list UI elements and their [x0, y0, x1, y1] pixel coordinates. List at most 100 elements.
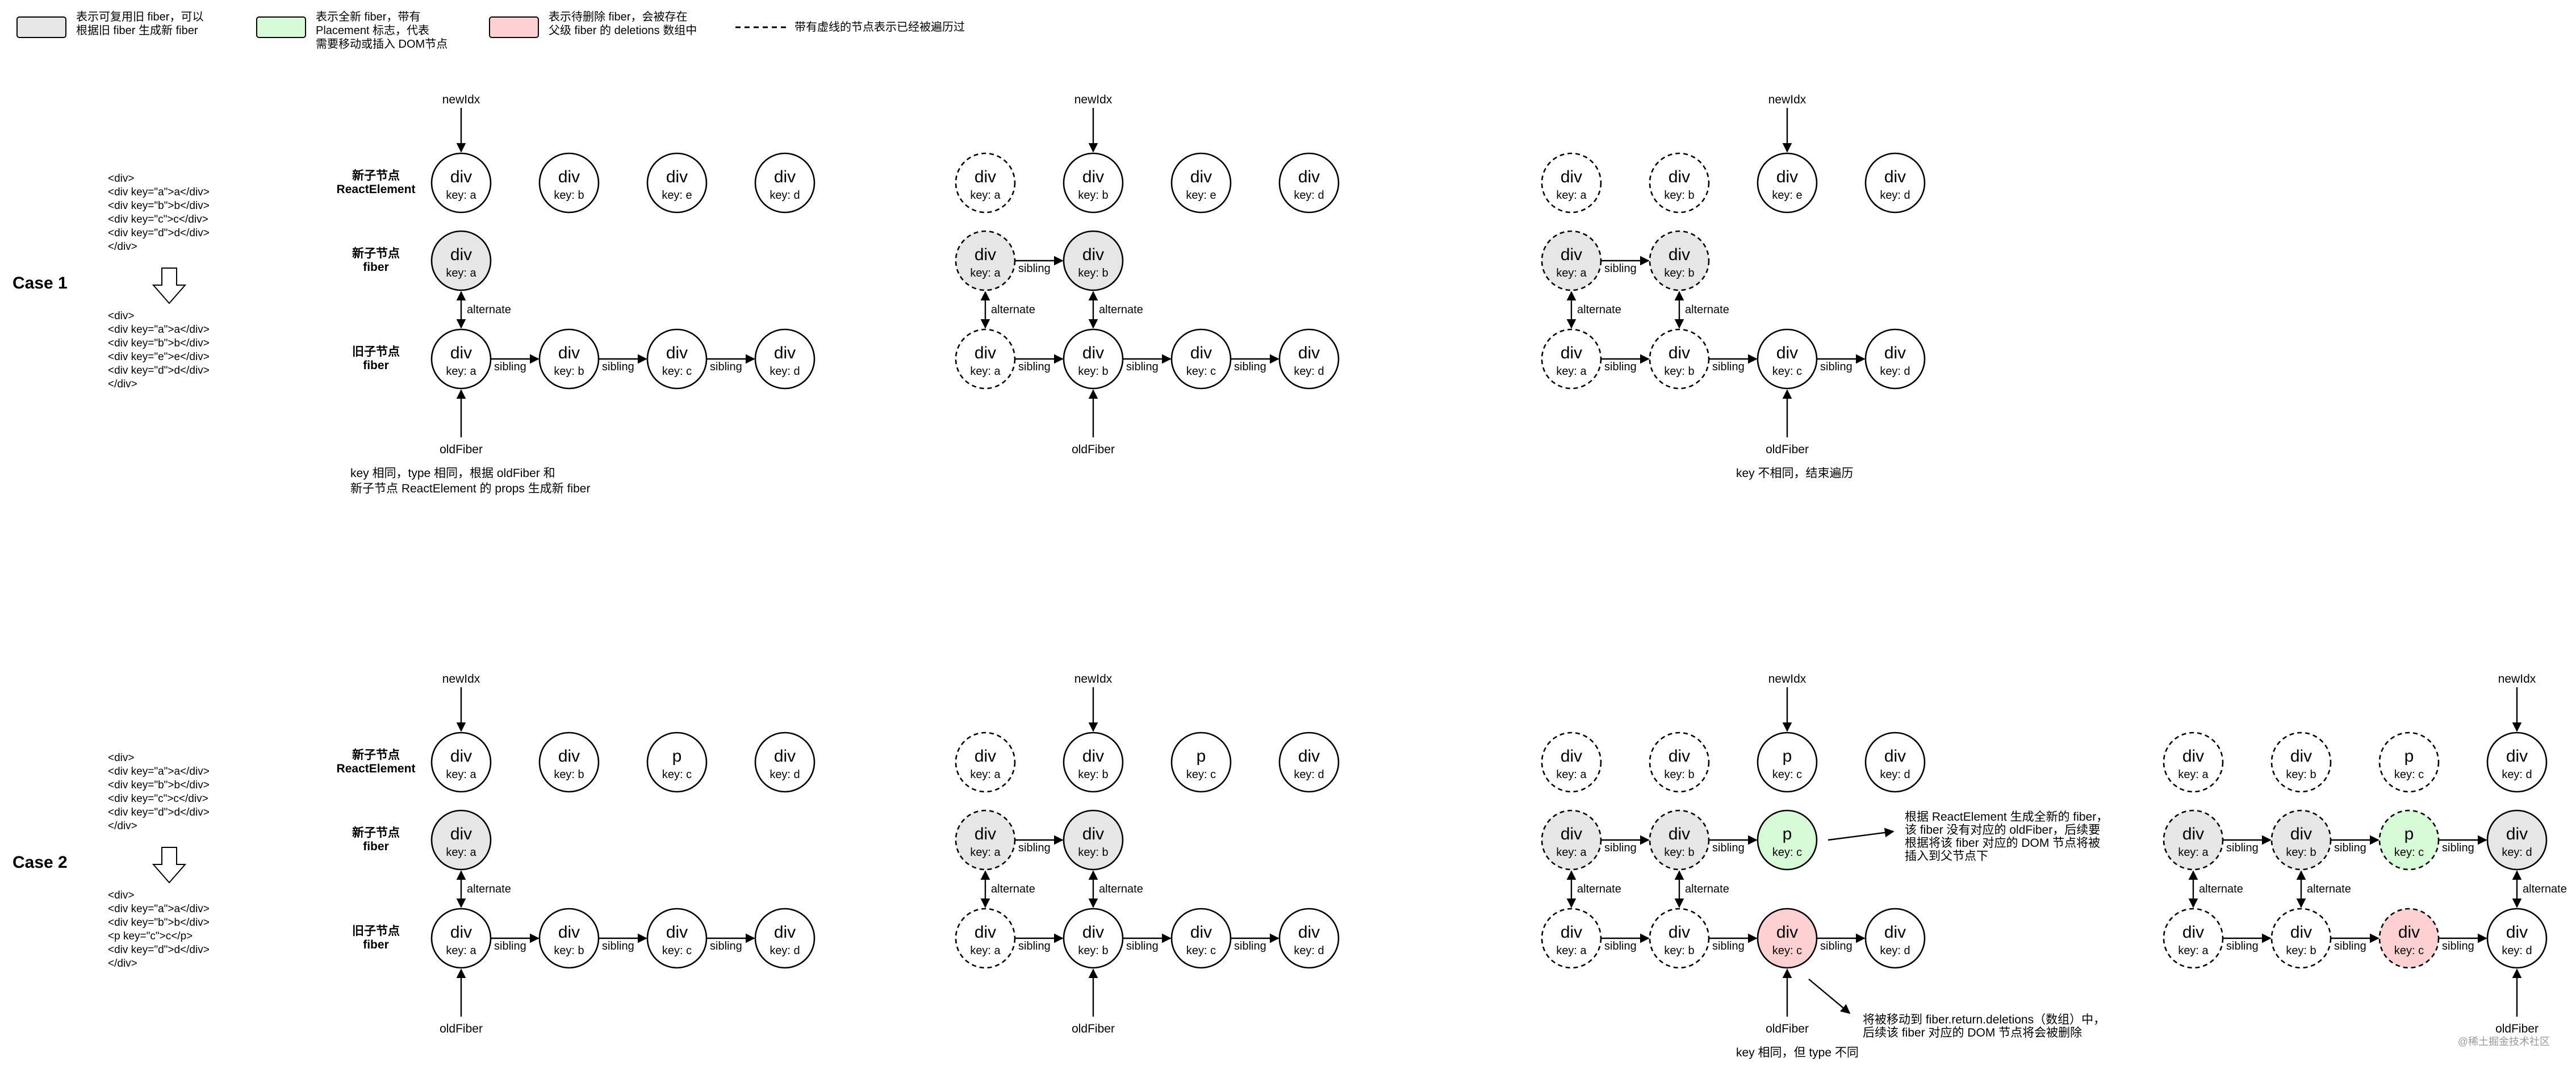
node-type-label: div	[1082, 923, 1104, 942]
node-key-label: key: a	[970, 189, 1001, 202]
node-key-label: key: a	[2178, 768, 2209, 781]
node-key-label: key: b	[1664, 189, 1694, 202]
node-key-label: key: b	[554, 945, 584, 957]
node-key-label: key: b	[1078, 267, 1108, 279]
node-key-label: key: c	[1186, 768, 1216, 781]
node-type-label: div	[1298, 923, 1320, 942]
alternate-label: alternate	[2199, 883, 2243, 896]
alternate-label: alternate	[1099, 883, 1143, 896]
sibling-label: sibling	[1604, 262, 1637, 275]
sibling-label: sibling	[2226, 842, 2259, 854]
node-key-label: key: c	[1772, 365, 1802, 378]
node-key-label: key: c	[2394, 768, 2424, 781]
node-type-label: div	[450, 747, 472, 766]
oldfiber-label: oldFiber	[1766, 443, 1809, 456]
node-type-label: div	[558, 747, 580, 766]
node-type-label: div	[975, 344, 996, 362]
row-label: fiber	[363, 261, 389, 274]
node-circle	[538, 152, 600, 214]
sibling-label: sibling	[1820, 361, 1852, 373]
alternate-label: alternate	[1577, 304, 1621, 316]
legend-text: 父级 fiber 的 deletions 数组中	[549, 24, 697, 37]
node-key-label: key: b	[554, 365, 584, 378]
node-key-label: key: d	[770, 768, 800, 781]
legend-text: 带有虚线的节点表示已经被遍历过	[794, 20, 965, 34]
node-key-label: key: c	[2394, 945, 2424, 957]
node-key-label: key: a	[1556, 846, 1587, 859]
row-label: fiber	[363, 938, 389, 951]
node-type-label: div	[1884, 344, 1906, 362]
newidx-label: newIdx	[1768, 672, 1806, 686]
node-circle	[2486, 809, 2548, 871]
row-label: 旧子节点	[352, 345, 400, 358]
node-circle	[2378, 732, 2440, 793]
cases: Case 1<div> <div key="a">a</div> <div ke…	[12, 93, 2567, 1059]
node-key-label: key: d	[1294, 768, 1324, 781]
sibling-label: sibling	[1712, 842, 1745, 854]
node-circle	[430, 230, 492, 291]
code-before-line: <div key="b">b</div>	[108, 779, 210, 791]
node-type-label: div	[666, 923, 688, 942]
node-type-label: div	[975, 747, 996, 766]
newidx-label: newIdx	[1768, 93, 1806, 106]
legend-swatch	[256, 16, 306, 38]
node-circle	[1063, 732, 1124, 793]
code-after-line: <div>	[108, 889, 134, 901]
node-type-label: div	[2290, 747, 2312, 766]
node-key-label: key: e	[1772, 189, 1802, 202]
node-type-label: p	[2404, 747, 2414, 766]
node-circle	[1063, 809, 1124, 871]
node-type-label: div	[1668, 923, 1690, 942]
node-type-label: div	[774, 168, 796, 186]
node-type-label: div	[1668, 747, 1690, 766]
node-circle	[1170, 152, 1232, 214]
node-type-label: div	[450, 168, 472, 186]
sibling-label: sibling	[602, 940, 634, 952]
node-key-label: key: a	[970, 945, 1001, 957]
alternate-label: alternate	[467, 883, 511, 896]
node-type-label: div	[1082, 747, 1104, 766]
node-circle	[754, 152, 816, 214]
node-type-label: div	[2290, 825, 2312, 843]
sibling-label: sibling	[1604, 361, 1637, 373]
node-circle	[955, 732, 1016, 793]
legend-text: 需要移动或插入 DOM节点	[316, 37, 448, 51]
node-circle	[2270, 732, 2332, 793]
node-key-label: key: b	[1078, 189, 1108, 202]
callout-new-text: 插入到父节点下	[1905, 850, 1988, 863]
node-key-label: key: c	[662, 768, 692, 781]
node-key-label: key: a	[1556, 768, 1587, 781]
node-key-label: key: c	[1772, 768, 1802, 781]
alternate-label: alternate	[1685, 883, 1729, 896]
node-key-label: key: a	[970, 365, 1001, 378]
node-circle	[754, 328, 816, 390]
node-key-label: key: e	[662, 189, 692, 202]
node-circle	[2486, 908, 2548, 969]
node-circle	[538, 732, 600, 793]
node-key-label: key: d	[1294, 189, 1324, 202]
node-key-label: key: b	[1664, 365, 1694, 378]
node-type-label: div	[2506, 825, 2528, 843]
node-circle	[1864, 732, 1926, 793]
callout-new-arrow	[1828, 828, 1895, 841]
oldfiber-label: oldFiber	[1072, 443, 1115, 456]
node-key-label: key: b	[1078, 945, 1108, 957]
node-type-label: div	[1561, 245, 1582, 264]
